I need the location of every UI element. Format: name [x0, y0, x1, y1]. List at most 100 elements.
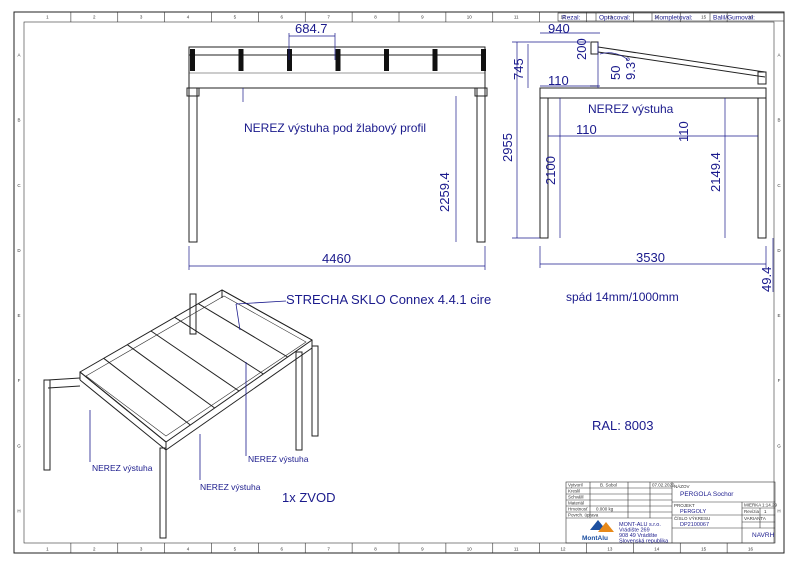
company-line-1: MONT-ALU s.r.o. — [619, 522, 661, 528]
zone-number-bottom-10: 10 — [467, 547, 473, 552]
iso-note-3: NEREZ výstuha — [248, 454, 309, 464]
zone-letter-right-G: G — [777, 443, 781, 448]
side-dim-3530: 3530 — [636, 250, 665, 265]
isometric-view: STRECHA SKLO Connex 4.4.1 cire NEREZ výs… — [43, 289, 491, 539]
zone-letter-left-G: G — [17, 443, 21, 448]
front-dim-total: 4460 — [322, 251, 351, 266]
side-post-right — [757, 97, 767, 239]
header-opracoval: Opracoval: — [599, 15, 631, 22]
zone-number-bottom-4: 4 — [187, 547, 190, 552]
iso-note-2: NEREZ výstuha — [200, 482, 261, 492]
tb-weight: 0.000 kg — [596, 507, 614, 512]
rafter-end — [481, 49, 486, 71]
side-dim-2149: 2149.4 — [708, 152, 723, 192]
tb-row-label-3: Materiál — [568, 501, 584, 506]
side-dim-angle: 9.3° — [623, 57, 638, 80]
zone-letter-left-B: B — [17, 118, 20, 123]
zone-number-bottom-7: 7 — [327, 547, 330, 552]
iso-post-back-left — [43, 379, 51, 471]
header-balil: Balil/Gumoval: — [713, 15, 755, 22]
zone-letter-right-F: F — [778, 378, 781, 383]
zone-number-bottom-15: 15 — [701, 547, 707, 552]
zone-number-bottom-3: 3 — [140, 547, 143, 552]
side-post-left — [539, 97, 549, 239]
front-post-right — [476, 87, 486, 243]
zone-letter-right-H: H — [777, 508, 780, 513]
rafter-end — [335, 49, 341, 71]
zone-number-bottom-13: 13 — [607, 547, 613, 552]
iso-rafter — [103, 357, 191, 426]
side-dim-110-mid: 110 — [576, 122, 597, 137]
tb-cislo-label: ČÍSLO VÝKRESU — [674, 515, 710, 521]
zone-number-bottom-12: 12 — [561, 547, 567, 552]
iso-rafter — [221, 289, 313, 341]
iso-rafters — [79, 289, 313, 443]
zone-number-top-7: 7 — [327, 15, 330, 20]
zone-letter-left-A: A — [17, 53, 20, 58]
front-rafter-ends — [190, 49, 486, 71]
tb-nazov-value: PERGOLA Sochor — [680, 491, 734, 498]
side-dim-110-right: 110 — [676, 121, 691, 142]
tb-row-label-5: Povrch. úprava — [568, 513, 599, 518]
zone-number-top-8: 8 — [374, 15, 377, 20]
column-zone-numbers: 1122334455667788991010111112121313141415… — [46, 12, 754, 553]
tb-varianta-label: VARIANTA — [744, 516, 766, 521]
zone-number-top-14: 14 — [654, 15, 660, 20]
zone-number-bottom-1: 1 — [46, 547, 49, 552]
zone-number-bottom-9: 9 — [421, 547, 424, 552]
zone-number-bottom-6: 6 — [281, 547, 284, 552]
front-dim-width: 684.7 — [295, 21, 328, 36]
side-dim-2955: 2955 — [500, 133, 515, 162]
zone-letter-left-C: C — [17, 183, 21, 188]
front-dim-height: 2259.4 — [437, 172, 452, 212]
iso-drain-label: 1x ZVOD — [282, 490, 335, 505]
logo-triangle-accent-icon — [598, 522, 614, 532]
iso-post-back-right — [311, 345, 319, 437]
zone-number-top-4: 4 — [187, 15, 190, 20]
tb-row-label-1: Kreslil — [568, 489, 580, 494]
header-strip: Rezal: Opracoval: Kompletoval: Balil/Gum… — [557, 12, 785, 22]
zone-number-top-2: 2 — [93, 15, 96, 20]
zone-letter-right-C: C — [777, 183, 781, 188]
side-dim-940: 940 — [548, 21, 570, 36]
zone-letter-right-A: A — [777, 53, 780, 58]
zone-letter-right-D: D — [777, 248, 781, 253]
rafter-end — [238, 49, 244, 71]
tb-revizia-label: Revízia — [744, 509, 760, 514]
zone-number-top-15: 15 — [701, 15, 707, 20]
header-kompletoval: Kompletoval: — [655, 15, 693, 22]
side-dim-745: 745 — [511, 58, 526, 80]
logo-text: MontAlu — [582, 535, 608, 542]
front-view: 684.7 2259.4 4460 NEREZ výstuha pod žlab… — [186, 21, 488, 270]
zone-letter-left-E: E — [17, 313, 20, 318]
zone-letter-left-F: F — [18, 378, 21, 383]
zone-number-bottom-11: 11 — [514, 547, 519, 552]
zone-number-top-9: 9 — [421, 15, 424, 20]
zone-number-top-10: 10 — [467, 15, 473, 20]
rafter-end — [190, 49, 195, 71]
zone-number-top-11: 11 — [514, 15, 519, 20]
zone-number-bottom-14: 14 — [654, 547, 660, 552]
zone-number-top-5: 5 — [234, 15, 237, 20]
zone-number-top-1: 1 — [46, 15, 49, 20]
zone-number-bottom-2: 2 — [93, 547, 96, 552]
ral-color: RAL: 8003 — [592, 418, 653, 433]
iso-rafter — [79, 371, 167, 443]
tb-projekt-value: PERGOLY — [680, 509, 707, 515]
zone-number-top-6: 6 — [281, 15, 284, 20]
side-dim-49: 49.4 — [759, 267, 774, 292]
header-rezal: Rezal: — [562, 15, 581, 22]
side-slope-note: spád 14mm/1000mm — [566, 290, 679, 304]
tb-row-label-2: Schválil — [568, 495, 584, 500]
title-block: Vytvoril Kreslil Schválil Materiál Hmotn… — [565, 481, 778, 545]
front-post-left — [188, 87, 198, 243]
iso-rafter — [198, 303, 288, 358]
side-beam — [539, 87, 767, 99]
side-dim-110-top: 110 — [548, 73, 569, 88]
iso-rafter — [127, 344, 215, 409]
tb-row-label-0: Vytvoril — [568, 483, 583, 488]
tb-cislo-value: DP2100067 — [680, 522, 709, 528]
rafter-end — [287, 49, 292, 71]
tb-row-label-4: Hmotnosť — [568, 507, 588, 512]
iso-rafter — [150, 330, 240, 392]
